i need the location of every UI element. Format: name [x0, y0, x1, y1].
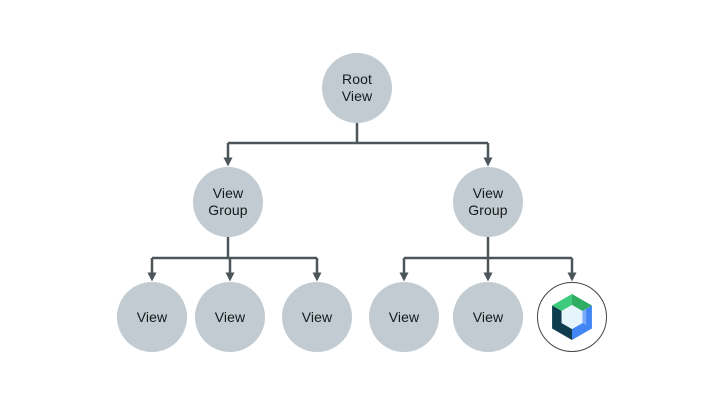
- node-label: View: [388, 308, 420, 325]
- compose-logo-top-left-face: [552, 294, 572, 312]
- node-label: View: [136, 308, 168, 325]
- node-label: Root View: [341, 71, 373, 104]
- node-view-left-2: View: [195, 282, 265, 352]
- node-label: View: [214, 308, 246, 325]
- node-compose: [537, 282, 607, 352]
- node-view-group-right: View Group: [453, 167, 523, 237]
- compose-logo-right-face: [572, 305, 592, 340]
- node-label: View Group: [468, 185, 508, 218]
- node-view-right-2: View: [453, 282, 523, 352]
- compose-logo-bevel: [582, 308, 587, 326]
- node-view-left-1: View: [117, 282, 187, 352]
- compose-logo-top-right-face: [572, 294, 592, 312]
- node-label: View Group: [208, 185, 248, 218]
- node-view-right-1: View: [369, 282, 439, 352]
- jetpack-compose-icon: [552, 294, 592, 340]
- node-view-group-left: View Group: [193, 167, 263, 237]
- node-label: View: [301, 308, 333, 325]
- node-root-view: Root View: [322, 53, 392, 123]
- compose-logo-inner-hexagon: [561, 305, 583, 329]
- node-view-left-3: View: [282, 282, 352, 352]
- node-label: View: [472, 308, 504, 325]
- compose-logo-left-face: [552, 305, 572, 340]
